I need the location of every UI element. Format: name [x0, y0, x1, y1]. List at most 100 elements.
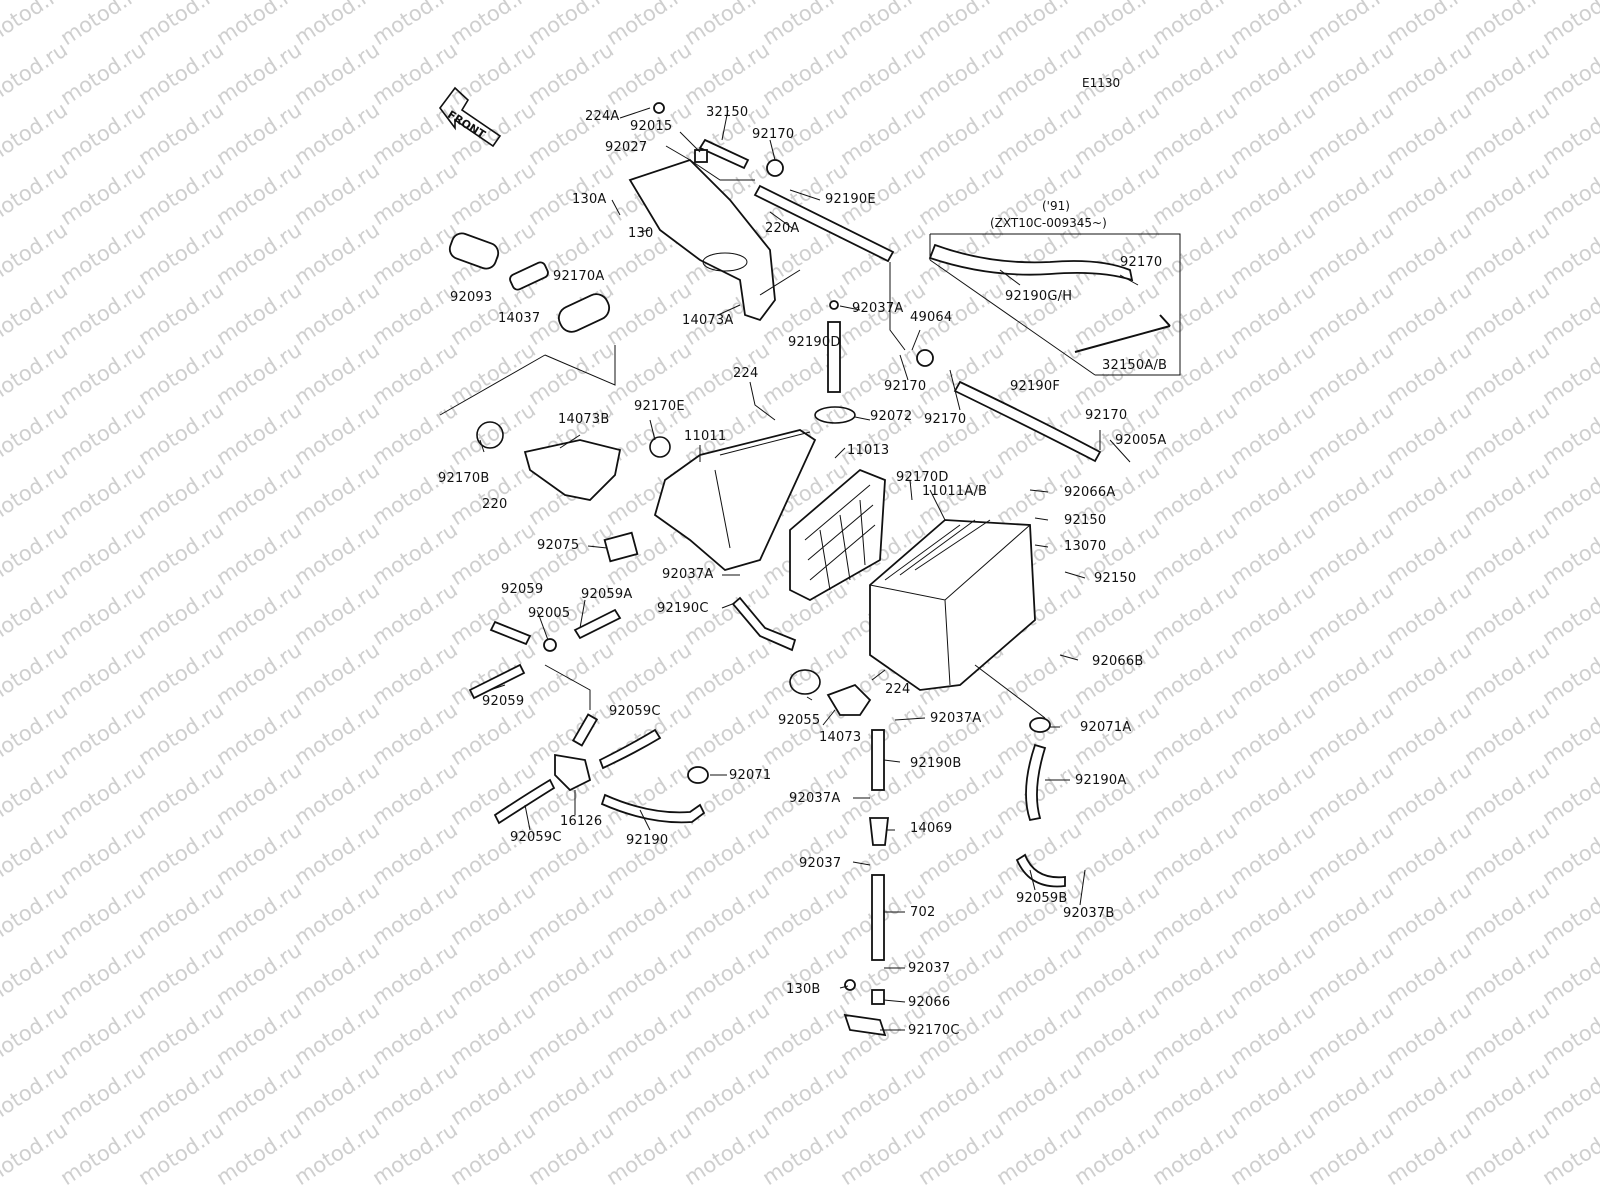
elbow-14073 — [826, 683, 872, 716]
part-label-p92059c_bot[interactable]: 92059C — [510, 830, 562, 845]
part-label-p92037b[interactable]: 92037B — [1063, 906, 1115, 921]
part-label-p14073a[interactable]: 14073A — [682, 313, 734, 328]
clamp-92170e — [649, 436, 671, 458]
part-label-p92170_mid2[interactable]: 92170 — [924, 412, 967, 427]
clamp-92037a-1 — [829, 300, 839, 310]
part-label-p14069[interactable]: 14069 — [910, 821, 953, 836]
part-label-p16126[interactable]: 16126 — [560, 814, 603, 829]
hose-92059c-short — [571, 713, 599, 747]
part-label-p92071a[interactable]: 92071A — [1080, 720, 1132, 735]
part-label-p92170_top[interactable]: 92170 — [752, 127, 795, 142]
part-label-p92190[interactable]: 92190 — [626, 833, 669, 848]
tube-92190e — [753, 184, 895, 263]
part-label-p92037_2[interactable]: 92037 — [908, 961, 951, 976]
part-label-p92037a_3[interactable]: 92037A — [930, 711, 982, 726]
part-label-p49064[interactable]: 49064 — [910, 310, 953, 325]
part-label-p92170_mid1[interactable]: 92170 — [884, 379, 927, 394]
joint-49064 — [916, 349, 934, 367]
airbox-11011-rim — [714, 431, 811, 549]
variant-serial: (ZXT10C-009345~) — [990, 216, 1107, 230]
variant-year: ('91) — [1042, 199, 1070, 213]
part-label-p11011ab[interactable]: 11011A/B — [922, 484, 988, 499]
part-label-p14037[interactable]: 14037 — [498, 311, 541, 326]
pad-92075 — [603, 531, 639, 563]
diagram-code: E1130 — [1082, 76, 1121, 90]
grommet-92071a — [1029, 717, 1051, 733]
hose-92059b — [1015, 853, 1066, 888]
part-label-p14073b[interactable]: 14073B — [558, 412, 610, 427]
hose-92059c-top — [598, 728, 662, 770]
part-label-p92190c[interactable]: 92190C — [657, 601, 709, 616]
clamp-92170c — [843, 1013, 887, 1037]
duct-14073a-window — [702, 252, 748, 272]
collar-92015 — [694, 149, 708, 163]
part-label-p14073[interactable]: 14073 — [819, 730, 862, 745]
fitting-92005 — [543, 638, 557, 652]
part-label-p220a[interactable]: 220A — [765, 221, 800, 236]
part-label-p92059_bot[interactable]: 92059 — [482, 694, 525, 709]
tube-92190d — [827, 321, 841, 393]
clamp-92170-top — [766, 159, 784, 177]
part-label-p92066a[interactable]: 92066A — [1064, 485, 1116, 500]
part-label-p92170b[interactable]: 92170B — [438, 471, 490, 486]
part-label-p92190d[interactable]: 92190D — [788, 335, 841, 350]
valve-16126 — [554, 753, 592, 792]
part-label-p92170e[interactable]: 92170E — [634, 399, 685, 414]
part-label-p92015[interactable]: 92015 — [630, 119, 673, 134]
part-label-p130[interactable]: 130 — [628, 226, 654, 241]
part-label-p92059c_top[interactable]: 92059C — [609, 704, 661, 719]
part-label-p92190a[interactable]: 92190A — [1075, 773, 1127, 788]
part-label-p92170_right[interactable]: 92170 — [1085, 408, 1128, 423]
part-label-p92075[interactable]: 92075 — [537, 538, 580, 553]
part-label-p92037a_1[interactable]: 92037A — [852, 301, 904, 316]
part-label-p92170_var[interactable]: 92170 — [1120, 255, 1163, 270]
part-label-p92150_2[interactable]: 92150 — [1094, 571, 1137, 586]
part-label-p92190gh[interactable]: 92190G/H — [1005, 289, 1073, 304]
part-label-p13070[interactable]: 13070 — [1064, 539, 1107, 554]
part-label-p224_top[interactable]: 224 — [733, 366, 759, 381]
part-label-p92059a[interactable]: 92059A — [581, 587, 633, 602]
part-label-p92037_1[interactable]: 92037 — [799, 856, 842, 871]
part-label-p224_bot[interactable]: 224 — [885, 682, 911, 697]
part-label-p224a[interactable]: 224A — [585, 109, 620, 124]
part-label-p92150_1[interactable]: 92150 — [1064, 513, 1107, 528]
part-label-p11011[interactable]: 11011 — [684, 429, 727, 444]
part-label-p92066b[interactable]: 92066B — [1092, 654, 1144, 669]
fitting-14069 — [868, 817, 890, 846]
part-label-p32150ab[interactable]: 32150A/B — [1102, 358, 1168, 373]
tube-32150 — [698, 138, 750, 170]
part-label-p92190f[interactable]: 92190F — [1010, 379, 1061, 394]
variant-box — [930, 233, 1181, 376]
part-label-p92071[interactable]: 92071 — [729, 768, 772, 783]
bolt-130b — [844, 979, 856, 991]
part-label-p92066[interactable]: 92066 — [908, 995, 951, 1010]
bolt-224a — [653, 102, 665, 114]
part-label-p92005[interactable]: 92005 — [528, 606, 571, 621]
part-label-p92027[interactable]: 92027 — [605, 140, 648, 155]
part-label-p92190e[interactable]: 92190E — [825, 192, 876, 207]
part-label-p11013[interactable]: 11013 — [847, 443, 890, 458]
part-label-p92037a_4[interactable]: 92037A — [789, 791, 841, 806]
part-label-p92093[interactable]: 92093 — [450, 290, 493, 305]
part-label-p130a[interactable]: 130A — [572, 192, 607, 207]
part-label-p92170c[interactable]: 92170C — [908, 1023, 960, 1038]
part-label-p92005a[interactable]: 92005A — [1115, 433, 1167, 448]
leader-lines — [439, 107, 1139, 1031]
part-label-p92037a_2[interactable]: 92037A — [662, 567, 714, 582]
part-label-p92170a[interactable]: 92170A — [553, 269, 605, 284]
part-label-p130b[interactable]: 130B — [786, 982, 821, 997]
hose-92059-top — [489, 620, 532, 646]
grommet-92071 — [687, 766, 709, 784]
part-label-p92055[interactable]: 92055 — [778, 713, 821, 728]
part-label-p702[interactable]: 702 — [910, 905, 936, 920]
part-label-p92170d[interactable]: 92170D — [896, 470, 949, 485]
part-label-p220[interactable]: 220 — [482, 497, 508, 512]
part-label-p92190b[interactable]: 92190B — [910, 756, 962, 771]
box-11011ab-edges — [869, 519, 1031, 686]
part-label-p92059b[interactable]: 92059B — [1016, 891, 1068, 906]
part-label-p32150[interactable]: 32150 — [706, 105, 749, 120]
hose-92059-bot — [468, 663, 526, 700]
hose-92190b — [871, 729, 885, 791]
part-label-p92072[interactable]: 92072 — [870, 409, 913, 424]
part-label-p92059_top[interactable]: 92059 — [501, 582, 544, 597]
